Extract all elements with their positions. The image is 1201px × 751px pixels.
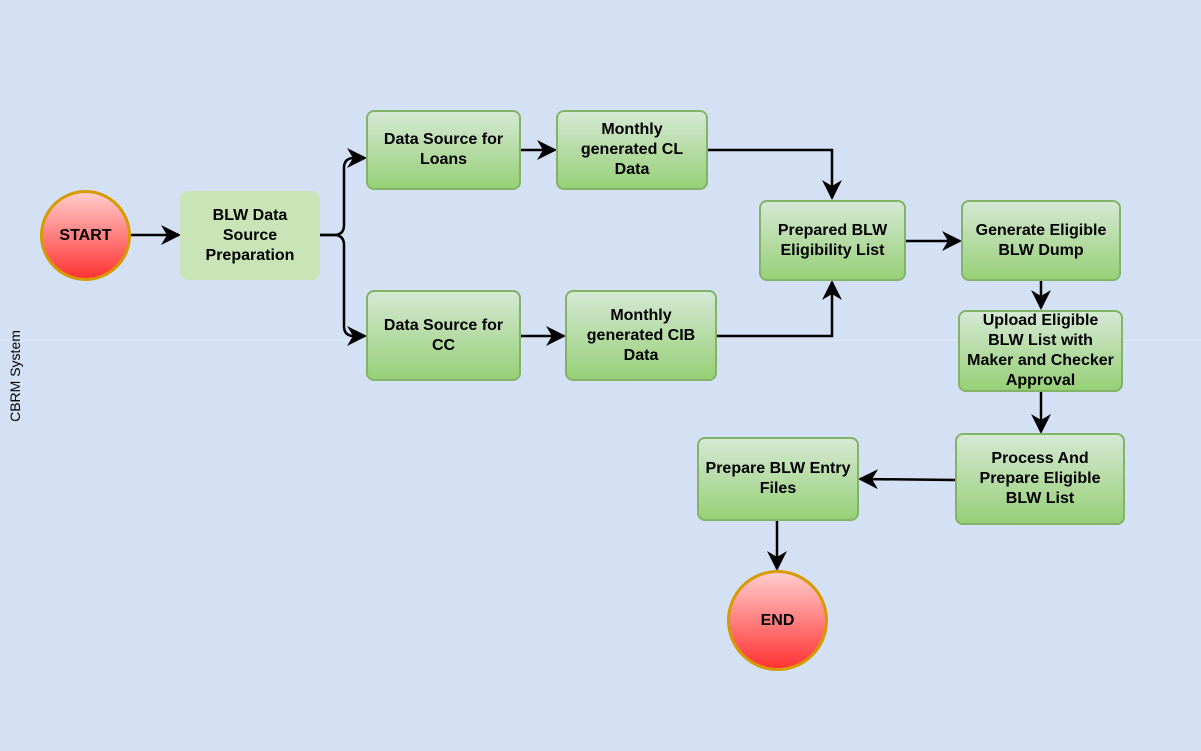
start-node[interactable]: START — [40, 190, 131, 281]
upload-eligible-blw-list-node[interactable]: Upload Eligible BLW List with Maker and … — [958, 310, 1123, 392]
monthly-cib-data-node[interactable]: Monthly generated CIB Data — [565, 290, 717, 381]
prepared-blw-eligibility-list-node[interactable]: Prepared BLW Eligibility List — [759, 200, 906, 281]
prepare-blw-entry-files-node[interactable]: Prepare BLW Entry Files — [697, 437, 859, 521]
edge-process-to-entry — [858, 469, 956, 490]
data-source-loans-node[interactable]: Data Source for Loans — [366, 110, 521, 190]
monthly-cl-data-node[interactable]: Monthly generated CL Data — [556, 110, 708, 190]
edge-cl-to-prepared — [708, 148, 842, 200]
process-prepare-eligible-blw-list-node[interactable]: Process And Prepare Eligible BLW List — [955, 433, 1125, 525]
data-source-cc-node[interactable]: Data Source for CC — [366, 290, 521, 381]
edge-prep-to-cc — [320, 233, 367, 346]
edge-cib-to-prepared — [717, 280, 842, 338]
end-node[interactable]: END — [727, 570, 828, 671]
edge-prep-to-loans — [320, 148, 367, 237]
blw-data-source-preparation-node[interactable]: BLW Data Source Preparation — [180, 191, 320, 280]
generate-eligible-blw-dump-node[interactable]: Generate Eligible BLW Dump — [961, 200, 1121, 281]
